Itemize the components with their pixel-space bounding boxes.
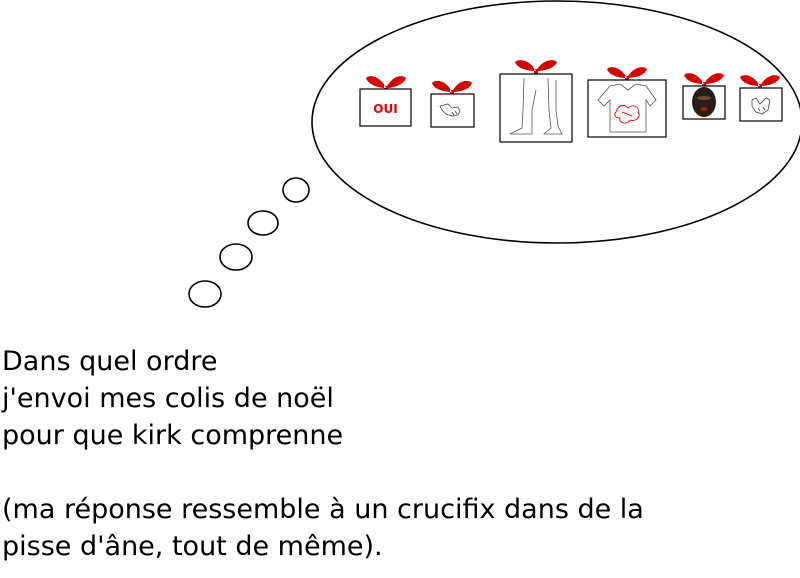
gift-box (587, 79, 667, 138)
hand-drawing-icon (439, 103, 461, 117)
face-mouth-icon (700, 107, 708, 111)
gift-box (359, 88, 412, 127)
ribbon-bow-icon (515, 60, 557, 74)
gift-face (682, 73, 726, 120)
gift-oui: OUI (359, 76, 412, 127)
face-eyes-icon (697, 96, 711, 100)
gift-box (430, 93, 475, 128)
shirt-print-icon (614, 104, 640, 124)
ribbon-bow-icon (684, 73, 724, 87)
ribbon-bow-icon (740, 75, 780, 89)
gift-box (739, 87, 783, 122)
legs-drawing-icon (509, 77, 563, 135)
caption-gap (2, 454, 798, 491)
thought-circle-2 (219, 243, 253, 271)
caption-line-4: (ma réponse ressemble à un crucifix dans… (2, 494, 644, 525)
hand-drawing-icon (751, 97, 771, 115)
ribbon-bow-icon (607, 67, 647, 81)
thought-circle-1 (188, 280, 222, 308)
caption-line-2: j'envoi mes colis de noël (2, 383, 334, 414)
thought-trail (188, 177, 310, 308)
shirt-drawing-icon (597, 83, 657, 133)
gift-hand-2 (739, 75, 783, 122)
gift-hand-1 (430, 80, 475, 128)
oui-sign: OUI (373, 102, 397, 116)
ribbon-bow-icon (366, 76, 406, 90)
dark-face-photo (692, 87, 716, 117)
thought-circle-4 (282, 177, 310, 203)
gift-legs (499, 60, 573, 143)
caption-line-5: pisse d'âne, tout de même). (2, 531, 383, 562)
thought-circle-3 (247, 210, 279, 236)
gift-shirt (587, 67, 667, 138)
caption-line-1: Dans quel ordre (2, 346, 218, 377)
caption-line-3: pour que kirk comprenne (2, 420, 344, 451)
ribbon-bow-icon (432, 80, 472, 94)
caption: Dans quel ordre j'envoi mes colis de noë… (2, 343, 798, 565)
